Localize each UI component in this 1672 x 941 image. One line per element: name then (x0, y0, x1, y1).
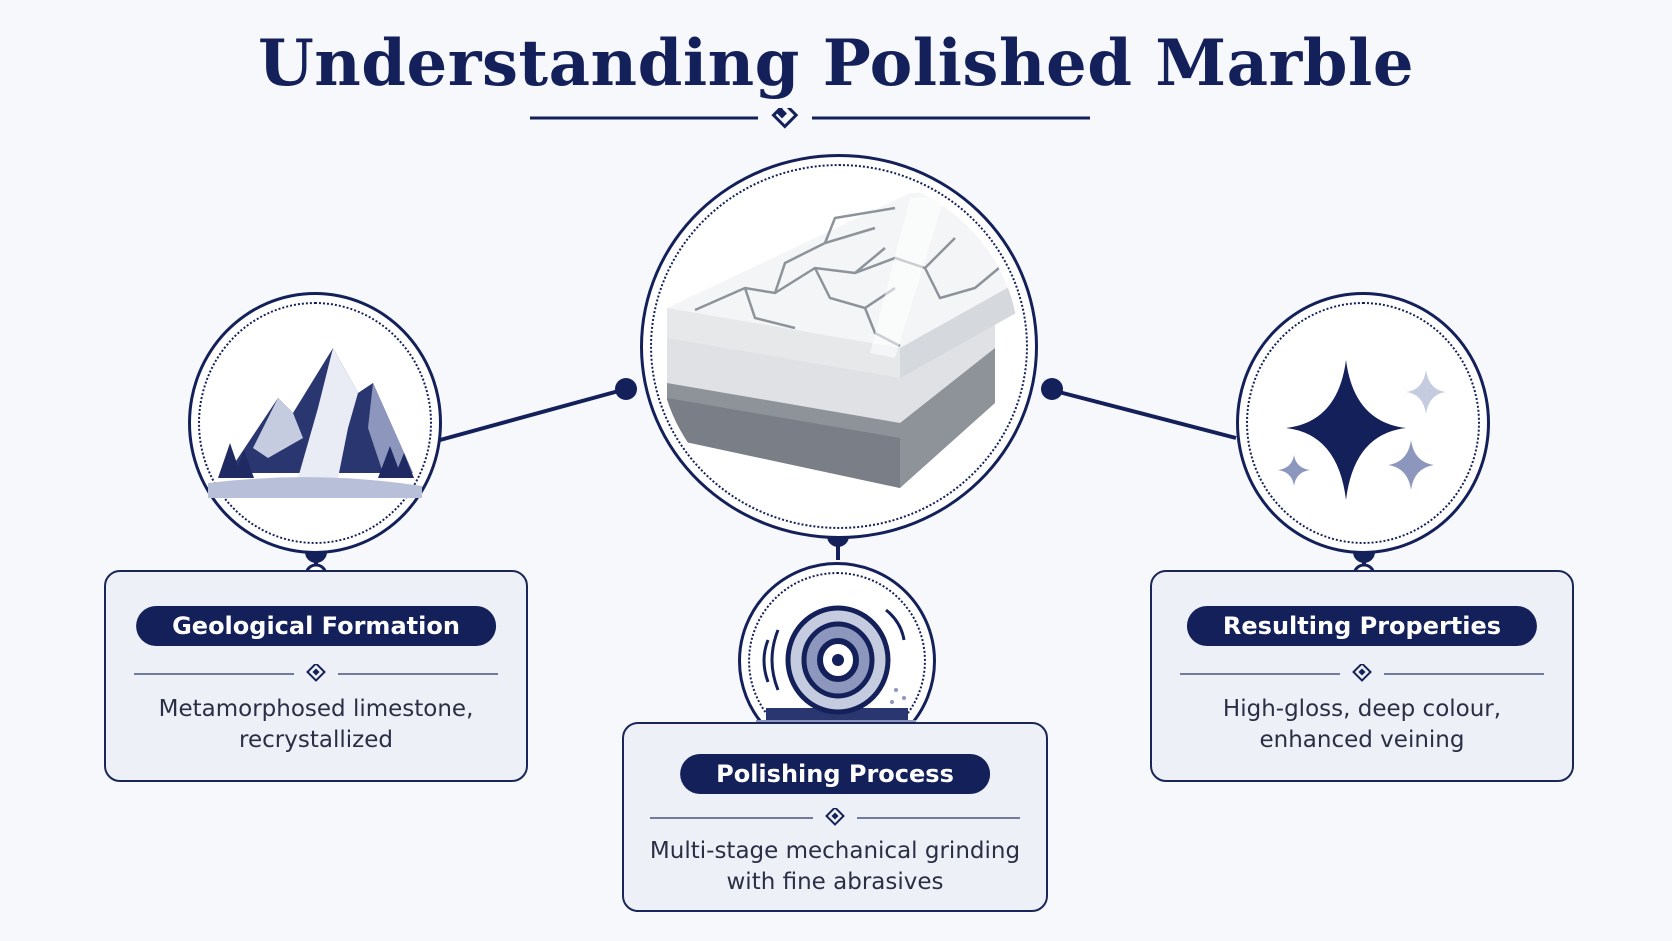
polishing-process-text-2: with fine abrasives (726, 869, 944, 895)
connector-dot-left (615, 378, 637, 400)
geological-formation-label: Geological Formation (136, 606, 496, 646)
card-divider (650, 808, 1020, 826)
resulting-properties-card: Resulting Properties High-gloss, deep co… (1150, 570, 1574, 782)
mountain-icon (208, 348, 422, 498)
card-divider (134, 664, 498, 682)
geological-formation-card: Geological Formation Metamorphosed limes… (104, 570, 528, 782)
polishing-process-text-1: Multi-stage mechanical grinding (649, 838, 1021, 864)
polishing-process-label: Polishing Process (680, 754, 990, 794)
marble-slab-icon (667, 188, 1019, 488)
polishing-process-card: Polishing Process Multi-stage mechanical… (622, 722, 1048, 912)
sparkle-icon (1278, 360, 1446, 500)
title-divider (530, 108, 1090, 129)
connector-dot-right (1041, 378, 1063, 400)
resulting-properties-label: Resulting Properties (1186, 606, 1538, 646)
geological-formation-text-1: Metamorphosed limestone, (158, 696, 474, 722)
card-divider (1180, 664, 1544, 682)
polishing-wheel-icon (756, 605, 916, 726)
resulting-properties-text-2: enhanced veining (1259, 727, 1465, 753)
page-title: Understanding Polished Marble (257, 26, 1415, 101)
resulting-properties-text-1: High-gloss, deep colour, (1222, 696, 1502, 722)
geological-formation-text-2: recrystallized (239, 727, 393, 753)
